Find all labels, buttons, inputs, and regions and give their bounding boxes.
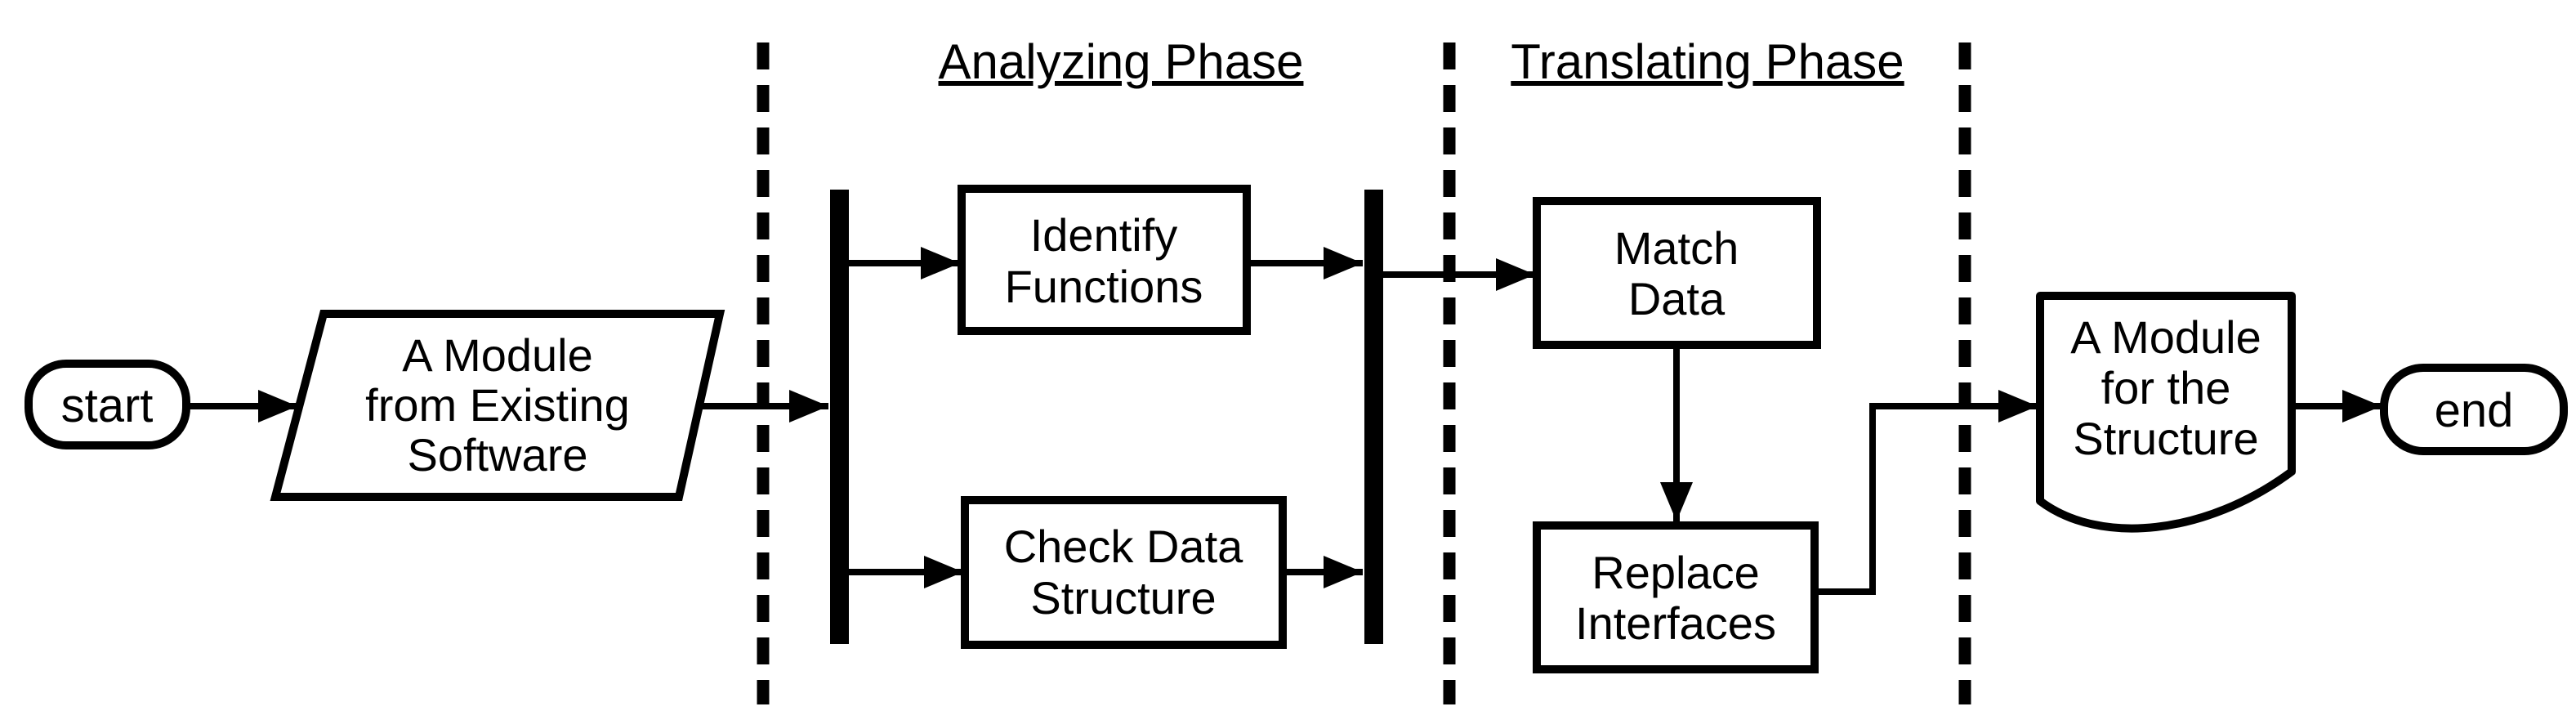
start-terminator [25,360,190,449]
check-data-structure-line2: Structure [1030,572,1216,624]
arrow-replace-to-module-out [1815,390,2038,595]
module-out-document [2036,292,2296,533]
replace-interfaces-line1: Replace [1592,547,1759,598]
join-bar [1364,190,1383,644]
phase-title-translating: Translating Phase [1511,34,1904,89]
fork-bar [830,190,849,644]
identify-functions-line2: Functions [1005,261,1203,312]
end-label: end [2435,384,2514,437]
module-out-line3: Structure [2073,413,2258,464]
match-data-line1: Match [1614,222,1739,274]
replace-interfaces-box [1533,521,1819,673]
identify-functions-line1: Identify [1030,209,1178,261]
start-label: start [61,379,154,432]
end-terminator [2380,364,2568,455]
match-data-box [1533,197,1821,349]
module-in-parallelogram [270,310,725,501]
identify-functions-box [958,185,1251,335]
module-out-line1: A Module [2070,311,2261,363]
check-data-structure-line1: Check Data [1004,521,1243,572]
module-in-line2: from Existing [365,379,630,431]
check-data-structure-box [961,496,1287,649]
module-out-line2: for the [2101,362,2231,414]
phase-title-analyzing: Analyzing Phase [939,34,1304,89]
match-data-line2: Data [1628,273,1726,324]
module-in-line3: Software [408,429,588,481]
module-in-line1: A Module [402,329,593,381]
replace-interfaces-line2: Interfaces [1575,597,1776,649]
